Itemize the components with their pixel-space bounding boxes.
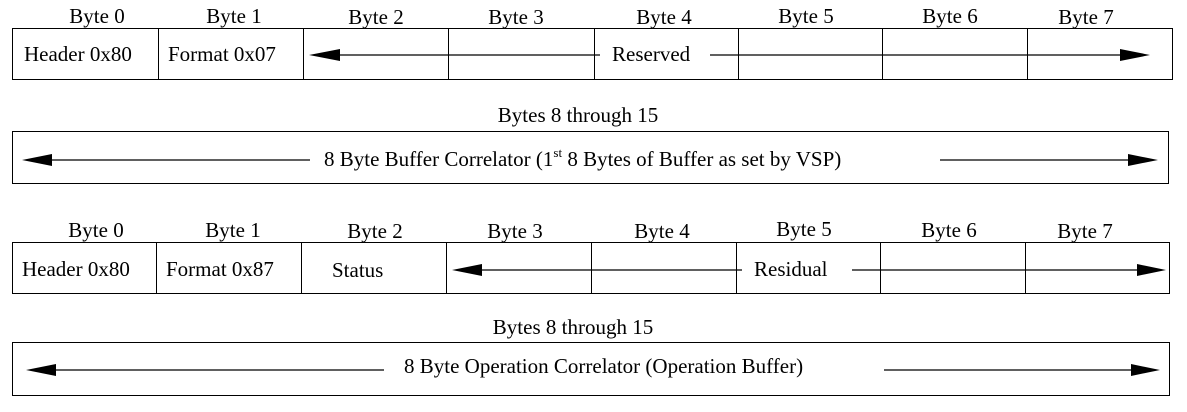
extension-1-caption: Bytes 8 through 15 [497,103,659,127]
divider [738,28,739,80]
byte-0-header: Byte 0 [69,4,125,28]
byte-2-header: Byte 2 [347,219,403,243]
format-cell: Format 0x07 [168,42,276,66]
buffer-correlator-label: 8 Byte Buffer Correlator (1st 8 Bytes of… [320,145,846,171]
divider [446,242,447,294]
byte-3-header: Byte 3 [488,5,544,29]
divider [1027,28,1028,80]
divider [882,28,883,80]
divider [591,242,592,294]
byte-4-header: Byte 4 [634,219,690,243]
byte-3-header: Byte 3 [487,219,543,243]
extension-2-box [12,342,1170,396]
residual-label: Residual [750,257,832,281]
reserved-label: Reserved [608,42,695,66]
divider [156,242,157,294]
divider [1025,242,1026,294]
divider [594,28,595,80]
superscript-ordinal: st [553,145,563,160]
extension-2-caption: Bytes 8 through 15 [492,315,654,339]
byte-7-header: Byte 7 [1058,5,1114,29]
byte-2-header: Byte 2 [348,5,404,29]
divider [158,28,159,80]
header-cell: Header 0x80 [22,257,130,281]
divider [880,242,881,294]
byte-4-header: Byte 4 [636,5,692,29]
divider [303,28,304,80]
format-cell: Format 0x87 [166,257,274,281]
byte-5-header: Byte 5 [778,4,834,28]
divider [448,28,449,80]
byte-5-header: Byte 5 [776,217,832,241]
operation-correlator-label: 8 Byte Operation Correlator (Operation B… [400,354,808,378]
status-cell: Status [332,258,384,282]
frame-1-table [12,28,1173,80]
byte-0-header: Byte 0 [68,218,124,242]
byte-1-header: Byte 1 [206,4,262,28]
byte-6-header: Byte 6 [921,218,977,242]
byte-6-header: Byte 6 [922,4,978,28]
header-cell: Header 0x80 [24,42,132,66]
divider [301,242,302,294]
byte-1-header: Byte 1 [205,218,261,242]
extension-1-box [12,131,1169,184]
byte-7-header: Byte 7 [1057,219,1113,243]
divider [736,242,737,294]
